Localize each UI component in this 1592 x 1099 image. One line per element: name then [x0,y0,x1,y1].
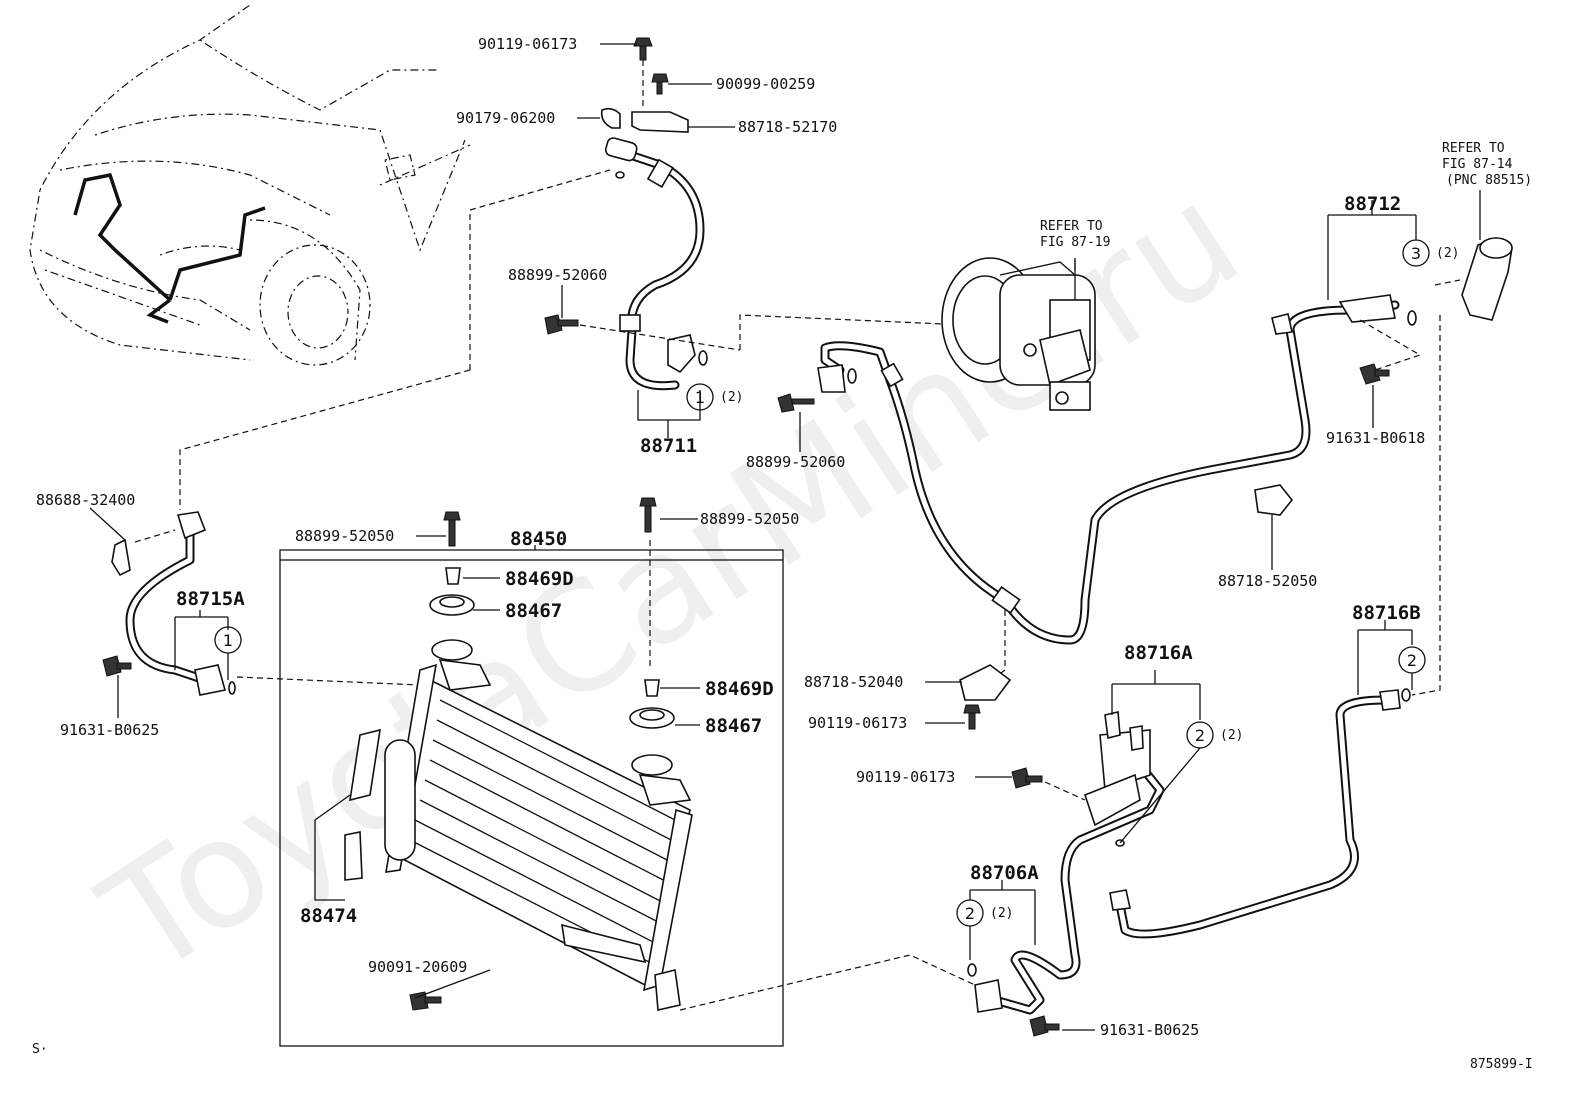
label-88899-52060: 88899-52060 [508,266,607,284]
svg-text:REFER TO: REFER TO [1442,141,1505,156]
label-88474: 88474 [300,905,357,927]
label-88716A: 88716A [1124,642,1193,664]
refer-to-notes: REFER TO FIG 87-19 REFER TO FIG 87-14 (P… [1040,141,1532,250]
svg-text:(PNC 88515): (PNC 88515) [1446,173,1532,188]
svg-text:(2): (2) [720,390,743,405]
label-88715A: 88715A [176,588,245,610]
nut-icon [600,107,621,129]
vehicle-location-sketch [29,4,611,510]
label-90119-06173: 90119-06173 [808,714,907,732]
bolt-icon [1011,767,1031,789]
label-88706A: 88706A [970,862,1039,884]
compressor-sketch [941,257,1096,411]
bolt-icon [1359,363,1381,385]
label-88716B: 88716B [1352,602,1421,624]
label-90099-00259: 90099-00259 [716,75,815,93]
callout-circle [1402,239,1430,267]
label-90119-06173: 90119-06173 [856,768,955,786]
label-88469D: 88469D [705,678,774,700]
bolt-icon [639,497,657,507]
figure-code: 875899-I [1470,1057,1533,1072]
svg-text:2: 2 [1195,726,1205,745]
bolt-icon [651,73,669,83]
label-91631-B0625: 91631-B0625 [60,721,159,739]
clamp-icon [631,111,689,133]
label-88688-32400: 88688-32400 [36,491,135,509]
tube-88715A [102,511,421,696]
clamp-icon [1254,484,1294,516]
clamp-icon [959,664,1012,701]
callout-circles: 1 (2) 1 3 (2) 2 2 (2) 2 (2) [214,239,1459,960]
label-90179-06200: 90179-06200 [456,109,555,127]
liquid-tubes [959,664,1411,1037]
bolt-icon [102,655,122,677]
svg-text:3: 3 [1411,244,1421,263]
svg-text:1: 1 [223,631,233,650]
label-91631-B0618: 91631-B0618 [1326,429,1425,447]
label-90091-20609: 90091-20609 [368,958,467,976]
discharge-hose [777,279,1461,686]
svg-text:2: 2 [965,904,975,923]
svg-text:1: 1 [695,388,705,407]
receiver-sketch [1411,237,1513,696]
label-88718-52040: 88718-52040 [804,673,903,691]
condenser-assembly [279,497,976,1047]
bolt-icon [963,704,981,714]
bolt-icon [1029,1015,1049,1037]
label-88718-52050: 88718-52050 [1218,572,1317,590]
label-88899-52050: 88899-52050 [700,510,799,528]
label-88467: 88467 [705,715,762,737]
condenser-box [279,559,784,1047]
label-91631-B0625: 91631-B0625 [1100,1021,1199,1039]
svg-text:FIG 87-19: FIG 87-19 [1040,235,1110,250]
svg-text:2: 2 [1407,651,1417,670]
label-88711: 88711 [640,435,697,457]
label-88899-52060: 88899-52060 [746,453,845,471]
leader-lines [89,43,1481,1031]
clip-icon [111,538,131,577]
bracket-icon [667,334,696,374]
part-labels: 90119-06173 90099-00259 90179-06200 8871… [36,35,1425,1039]
svg-text:(2): (2) [990,906,1013,921]
label-88718-52170: 88718-52170 [738,118,837,136]
label-88467: 88467 [505,600,562,622]
svg-text:REFER TO: REFER TO [1040,219,1103,234]
callout-circle [1186,721,1214,749]
callout-circle [686,383,714,411]
svg-text:FIG 87-14: FIG 87-14 [1442,157,1513,172]
label-88469D: 88469D [505,568,574,590]
svg-text:(2): (2) [1220,728,1243,743]
bolt-icon [409,991,429,1011]
bolt-icon [443,511,461,521]
bolt-icon [777,393,795,413]
label-90119-06173: 90119-06173 [478,35,577,53]
bolt-icon [633,37,653,47]
svg-text:(2): (2) [1436,246,1459,261]
label-88712: 88712 [1344,193,1401,215]
label-88899-52050: 88899-52050 [295,527,394,545]
footer-mark: S· [32,1042,48,1057]
suction-hose-group [544,37,1081,391]
label-88450: 88450 [510,528,567,550]
